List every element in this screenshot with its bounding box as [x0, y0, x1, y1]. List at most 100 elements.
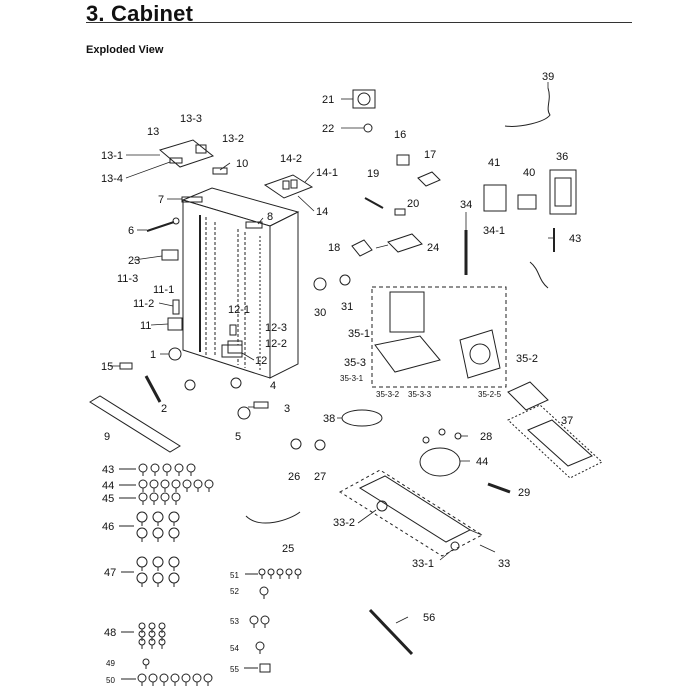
callout-11-1: 11-1 [153, 284, 174, 296]
part-53 [249, 615, 259, 625]
callout-15: 15 [101, 361, 113, 373]
callout-33-2: 33-2 [333, 517, 355, 529]
screw-46 [136, 527, 148, 539]
callout-12: 12 [255, 355, 267, 367]
callout-50: 50 [106, 676, 115, 685]
base-plate-33 [339, 469, 483, 557]
part-31 [339, 274, 351, 286]
callout-45: 45 [102, 493, 114, 505]
callout-7: 7 [158, 194, 164, 206]
callout-13-3: 13-3 [180, 113, 202, 125]
callout-38: 38 [323, 413, 335, 425]
screw-44 [149, 479, 159, 489]
callout-36: 36 [556, 151, 568, 163]
screw [422, 436, 430, 444]
callout-1: 1 [150, 349, 156, 361]
callout-35-3-1: 35-3-1 [340, 374, 364, 383]
screw-43 [162, 463, 172, 473]
callout-46: 46 [102, 521, 114, 533]
cabinet-body [181, 187, 300, 379]
part-56 [368, 608, 414, 656]
callout-8: 8 [267, 211, 273, 223]
callout-5: 5 [235, 431, 241, 443]
screw-50 [159, 673, 169, 683]
part-1 [168, 347, 182, 361]
callout-labels: 21 22 39 13-3 13 13-2 13-1 13-4 10 16 17… [101, 71, 581, 685]
part-23 [161, 249, 179, 261]
callout-35-3-2: 35-3-2 [376, 390, 400, 399]
part-17 [417, 171, 441, 187]
part-15 [119, 362, 133, 370]
clip-51 [276, 568, 284, 576]
callout-23: 23 [128, 255, 140, 267]
part-36 [549, 169, 577, 215]
callout-43-upper: 43 [569, 233, 581, 245]
part-19 [364, 197, 384, 209]
screw-47 [136, 556, 148, 568]
callout-53: 53 [230, 617, 239, 626]
screw-45 [138, 492, 148, 502]
part-35-2-5 [507, 381, 549, 411]
clip-51 [267, 568, 275, 576]
callout-13-4: 13-4 [101, 173, 123, 185]
clip-51 [258, 568, 266, 576]
callout-44: 44 [476, 456, 488, 468]
screw-43 [138, 463, 148, 473]
part-6 [146, 221, 175, 232]
callout-13-1: 13-1 [101, 150, 123, 162]
callout-14-2: 14-2 [280, 153, 302, 165]
screw-45 [171, 492, 181, 502]
top-hinge-assembly [158, 139, 215, 168]
page-title: 3. Cabinet [86, 1, 194, 26]
part-7 [181, 196, 203, 203]
callout-21: 21 [322, 94, 334, 106]
callout-28: 28 [480, 431, 492, 443]
section-subtitle: Exploded View [86, 44, 164, 56]
callout-43: 43 [102, 464, 114, 476]
callout-14: 14 [316, 206, 328, 218]
callout-35-3-3: 35-3-3 [408, 390, 432, 399]
part-55 [259, 663, 271, 673]
part-5 [237, 406, 251, 420]
callout-24: 24 [427, 242, 439, 254]
callout-26: 26 [288, 471, 300, 483]
part-18 [351, 239, 373, 257]
callout-49: 49 [106, 659, 115, 668]
screw-44 [182, 479, 192, 489]
part-38 [341, 409, 383, 427]
callout-29: 29 [518, 487, 530, 499]
callout-2: 2 [161, 403, 167, 415]
screw-43 [174, 463, 184, 473]
callout-12-3: 12-3 [265, 322, 287, 334]
callout-4: 4 [270, 380, 276, 392]
callout-13: 13 [147, 126, 159, 138]
callout-22: 22 [322, 123, 334, 135]
callout-41: 41 [488, 157, 500, 169]
part-40 [517, 194, 537, 210]
part-26 [290, 438, 302, 450]
callout-52: 52 [230, 587, 239, 596]
screw-44 [171, 479, 181, 489]
wire-25 [245, 511, 301, 524]
callout-31: 31 [341, 301, 353, 313]
callout-44-hw: 44 [102, 480, 114, 492]
screw-46 [152, 527, 164, 539]
screw-43 [186, 463, 196, 473]
part-52 [259, 586, 269, 596]
callout-9: 9 [104, 431, 110, 443]
screw-46 [152, 511, 164, 523]
callout-3: 3 [284, 403, 290, 415]
part-3 [253, 401, 269, 409]
callout-35-2-5: 35-2-5 [478, 390, 502, 399]
callout-35-1: 35-1 [348, 328, 370, 340]
part-30 [313, 277, 327, 291]
screw-44 [193, 479, 203, 489]
part-22 [363, 123, 373, 133]
callout-34-1: 34-1 [483, 225, 505, 237]
part-16 [396, 154, 410, 166]
callout-35-2: 35-2 [516, 353, 538, 365]
wire-harness-39 [504, 87, 551, 127]
callout-11-2: 11-2 [133, 298, 154, 310]
part-9 [89, 395, 181, 453]
